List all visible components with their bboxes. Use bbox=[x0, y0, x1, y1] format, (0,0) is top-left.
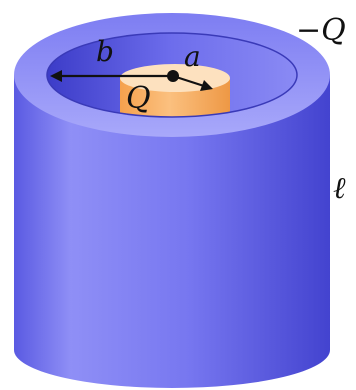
inner-radius-label: a bbox=[184, 40, 201, 73]
axis-center-dot bbox=[167, 70, 179, 82]
outer-shell-body bbox=[14, 75, 330, 388]
length-label: ℓ bbox=[333, 171, 346, 206]
inner-charge-label: Q bbox=[126, 81, 151, 116]
outer-radius-label: b bbox=[96, 35, 114, 68]
outer-charge-label: −Q bbox=[296, 13, 346, 48]
radius-b-arrow bbox=[50, 70, 173, 82]
